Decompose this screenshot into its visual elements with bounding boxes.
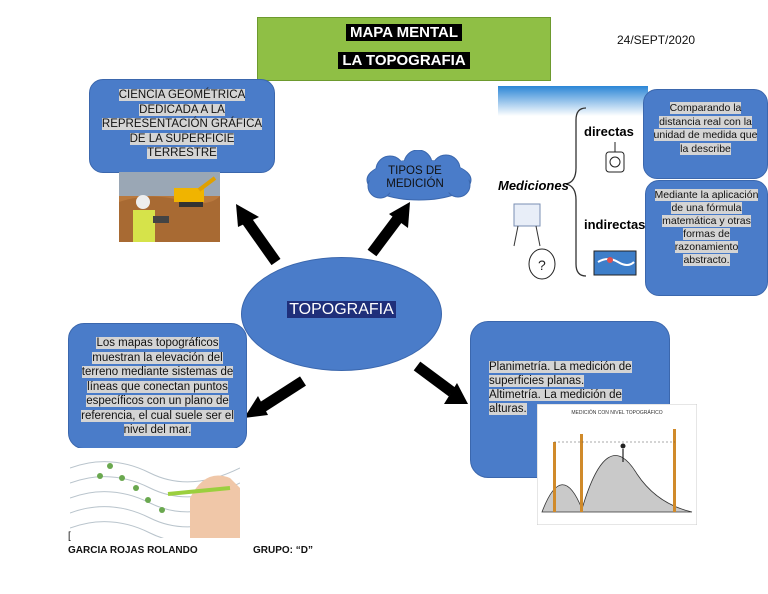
date: 24/SEPT/2020 — [617, 33, 696, 47]
leveling-diagram: MEDICIÓN CON NIVEL TOPOGRÁFICO — [537, 404, 697, 525]
maps-box: Los mapas topográficos muestran la eleva… — [68, 323, 247, 449]
title-box: MAPA MENTAL LA TOPOGRAFIA — [257, 17, 551, 81]
indirectas-desc: Mediante la aplicación de una fórmula ma… — [654, 189, 759, 266]
author-name: GARCIA ROJAS ROLANDO — [68, 545, 198, 556]
question-icon: ? — [528, 248, 556, 280]
surveyor-photo — [119, 172, 220, 242]
definition-box: CIENCIA GEOMÉTRICA DEDICADA A LA REPRESE… — [89, 79, 275, 173]
center-label: TOPOGRAFIA — [287, 301, 396, 318]
mediciones-diagram: Mediciones directas indirectas ? — [498, 86, 648, 280]
indirectas-label: indirectas — [584, 217, 645, 232]
scale-icon — [605, 142, 625, 173]
svg-text:?: ? — [538, 257, 546, 273]
mediciones-title: Mediciones — [498, 178, 569, 193]
directas-box: Comparando la distancia real con la unid… — [643, 89, 768, 179]
title-line-1: MAPA MENTAL — [345, 24, 463, 41]
types-cloud — [366, 150, 472, 201]
maps-text: Los mapas topográficos muestran la eleva… — [81, 337, 234, 436]
planimetria-text: Planimetría. La medición de superficies … — [489, 361, 632, 387]
directas-label: directas — [584, 124, 634, 139]
arrow-to-branches — [413, 361, 456, 397]
title-line-2: LA TOPOGRAFIA — [338, 52, 470, 69]
footer-bracket: [ — [68, 531, 71, 542]
swimmer-icon — [593, 250, 637, 276]
center-topic: TOPOGRAFIA — [241, 257, 442, 371]
arrow-to-types — [367, 213, 404, 257]
leveling-caption: MEDICIÓN CON NIVEL TOPOGRÁFICO — [571, 409, 662, 416]
types-label: TIPOS DE MEDICIÓN — [386, 165, 444, 190]
topographic-map-drawing — [70, 448, 240, 538]
indirectas-box: Mediante la aplicación de una fórmula ma… — [645, 180, 768, 296]
definition-text: CIENCIA GEOMÉTRICA DEDICADA A LA REPRESE… — [101, 89, 263, 159]
directas-desc: Comparando la distancia real con la unid… — [653, 102, 758, 155]
surveyor-icon — [513, 203, 541, 247]
arrow-to-definition — [242, 217, 281, 266]
arrow-to-maps — [258, 376, 306, 413]
group-label: GRUPO: “D” — [253, 545, 313, 556]
